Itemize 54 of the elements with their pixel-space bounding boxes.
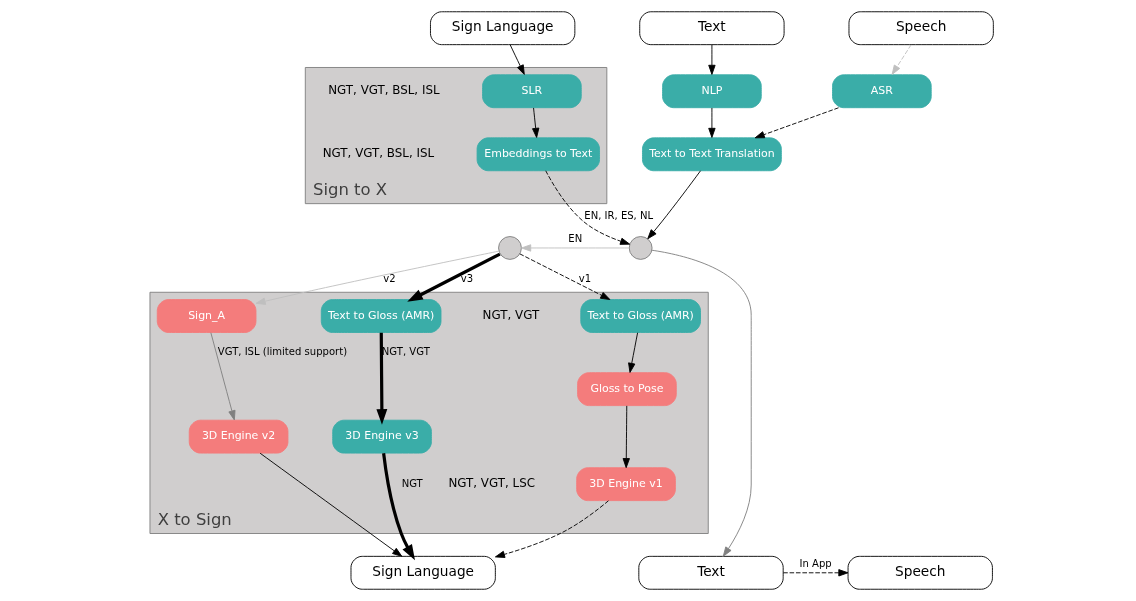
node-box: SLR xyxy=(482,74,582,109)
node-box: Gloss to Pose xyxy=(577,372,677,407)
arrow xyxy=(622,405,630,469)
node-box: Sign Language xyxy=(350,555,496,590)
arrow xyxy=(519,253,611,300)
node-box: Text to Gloss (AMR) xyxy=(320,299,442,333)
arrow xyxy=(708,107,716,138)
arrow xyxy=(376,332,388,425)
node-circle xyxy=(628,236,653,260)
arrow xyxy=(651,249,752,557)
node-box: ASR xyxy=(832,74,932,109)
arrow xyxy=(532,107,540,138)
node-label: NGT, VGT, BSL, ISL xyxy=(328,83,440,98)
node-box: Text to Text Translation xyxy=(642,137,782,172)
arrow xyxy=(754,107,839,139)
arrow xyxy=(259,452,403,557)
node-box: 3D Engine v2 xyxy=(188,419,289,454)
edge-label: In App xyxy=(799,558,832,570)
edge-label: EN, IR, ES, NL xyxy=(584,209,654,221)
arrow xyxy=(545,170,631,245)
node-box: 3D Engine v3 xyxy=(332,419,432,454)
node-box: Speech xyxy=(847,555,993,590)
arrow xyxy=(782,569,849,577)
node-label: NGT, VGT, BSL, ISL xyxy=(322,146,435,161)
node-box: Embeddings to Text xyxy=(476,137,600,172)
node-box: Text to Gloss (AMR) xyxy=(580,299,701,333)
arrow xyxy=(521,244,630,252)
arrow xyxy=(494,500,609,558)
edge-label: NGT xyxy=(401,477,423,489)
arrow xyxy=(382,453,415,561)
edge-label: v2 xyxy=(383,273,396,285)
node-box: Text xyxy=(639,11,785,46)
node-box: Speech xyxy=(848,11,994,46)
node-label: NGT, VGT xyxy=(482,308,540,323)
node-box: Sign_A xyxy=(156,299,257,333)
edge-label: v1 xyxy=(578,273,592,285)
edge-label: NGT, VGT xyxy=(381,346,430,358)
node-label: NGT, VGT, LSC xyxy=(448,476,535,491)
edge-label: VGT, ISL (limited support) xyxy=(217,346,348,358)
arrow xyxy=(255,250,500,305)
node-box: 3D Engine v1 xyxy=(576,467,676,502)
node-box: NLP xyxy=(662,74,762,109)
arrow xyxy=(891,44,912,75)
node-circle xyxy=(498,236,522,260)
node-box: Text xyxy=(638,555,784,590)
edge-label: v3 xyxy=(460,273,474,285)
node-box: Sign Language xyxy=(430,11,576,46)
arrow xyxy=(509,44,525,75)
arrow xyxy=(407,252,501,302)
arrow xyxy=(628,332,639,373)
arrow xyxy=(210,332,236,421)
arrow xyxy=(708,44,716,75)
arrow xyxy=(647,170,701,240)
edge-label: EN xyxy=(568,233,583,245)
